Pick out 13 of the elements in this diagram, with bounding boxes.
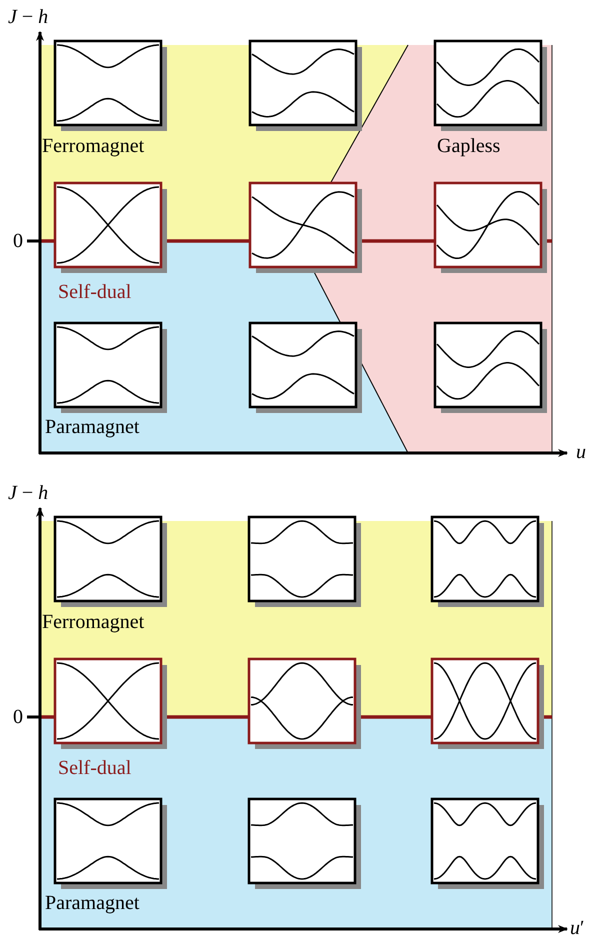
axis-label: u — [576, 441, 586, 463]
phase-label: Self-dual — [58, 281, 132, 303]
axis-label: u′ — [570, 917, 584, 939]
phase-label: Gapless — [437, 135, 500, 157]
tick-label: 0 — [13, 230, 23, 252]
tick-label: 0 — [13, 706, 23, 728]
phase-label: Ferromagnet — [42, 611, 144, 633]
phase-label: Ferromagnet — [42, 135, 144, 157]
axis-label: J − h — [8, 482, 48, 504]
phase-label: Paramagnet — [45, 892, 140, 914]
phase-label: Paramagnet — [45, 416, 140, 438]
phase-label: Self-dual — [58, 757, 132, 779]
axis-label: J − h — [8, 6, 48, 28]
